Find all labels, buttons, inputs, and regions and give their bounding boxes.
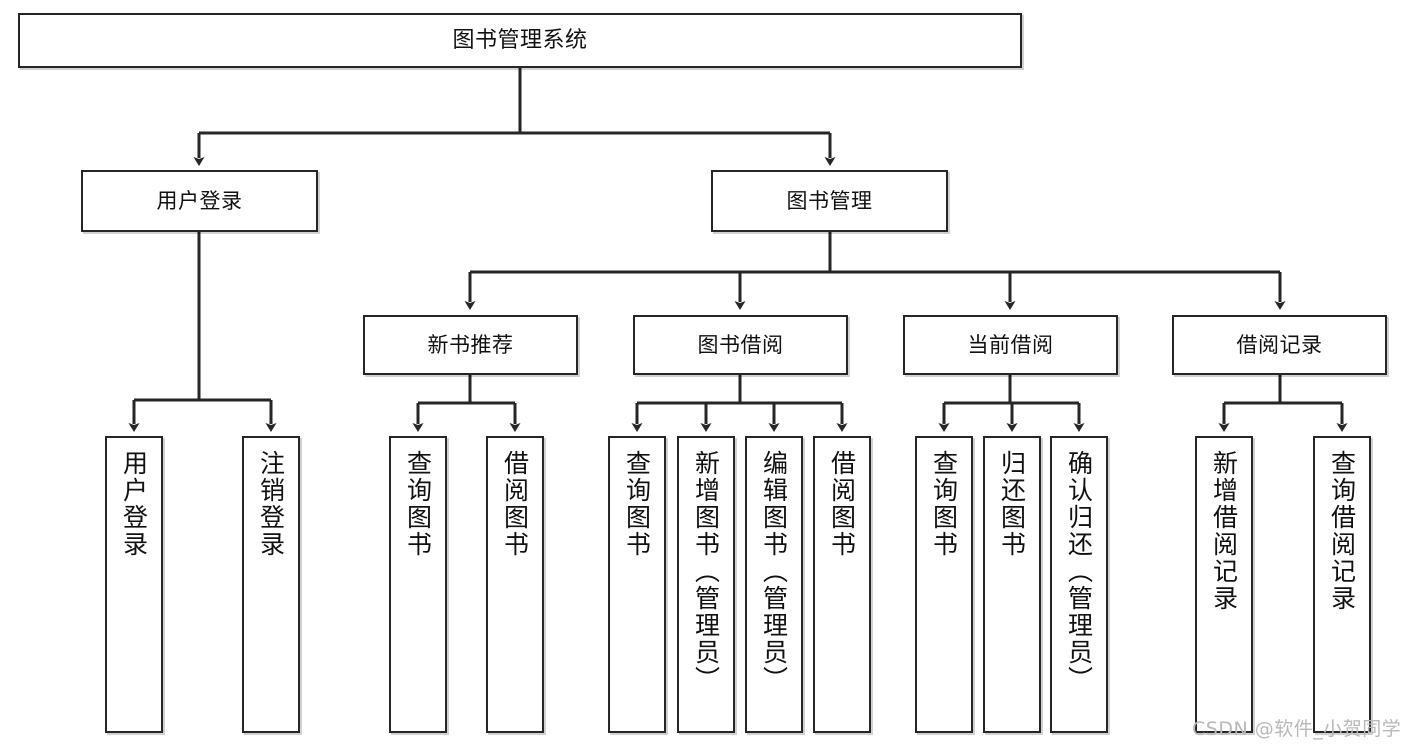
node-leaf-add-borrow-record[interactable]: 新增借阅记录 [1195,436,1253,733]
node-leaf-user-login-label: 用户登录 [119,450,149,558]
node-new-book-recommend-label: 新书推荐 [427,332,514,357]
node-leaf-return-book-label: 归还图书 [997,450,1027,558]
node-leaf-add-borrow-record-label: 新增借阅记录 [1209,450,1239,612]
node-leaf-borrow-book-rec-label: 借阅图书 [500,450,530,558]
node-leaf-query-borrow-record-label: 查询借阅记录 [1327,450,1357,612]
node-leaf-query-book-cur-label: 查询图书 [929,450,959,558]
node-leaf-borrow-book-rec[interactable]: 借阅图书 [486,436,544,733]
node-borrow-record[interactable]: 借阅记录 [1172,315,1387,375]
node-leaf-confirm-return[interactable]: 确认归还（管理员） [1050,436,1108,733]
node-current-borrow[interactable]: 当前借阅 [903,315,1118,375]
node-current-borrow-label: 当前借阅 [967,332,1054,357]
node-leaf-borrow-book-bor-label: 借阅图书 [827,450,857,558]
node-book-manage[interactable]: 图书管理 [711,170,948,232]
node-leaf-query-book-rec[interactable]: 查询图书 [389,436,447,733]
node-leaf-add-book[interactable]: 新增图书（管理员） [677,436,735,733]
node-leaf-query-book-rec-label: 查询图书 [403,450,433,558]
node-user-login-label: 用户登录 [156,188,243,213]
node-leaf-edit-book-label: 编辑图书（管理员） [759,450,789,693]
node-leaf-add-book-label: 新增图书（管理员） [691,450,721,693]
node-book-borrow-label: 图书借阅 [697,332,784,357]
node-leaf-query-borrow-record[interactable]: 查询借阅记录 [1313,436,1371,733]
node-leaf-confirm-return-label: 确认归还（管理员） [1064,450,1094,693]
node-leaf-logout-label: 注销登录 [256,450,286,558]
node-root[interactable]: 图书管理系统 [18,13,1022,68]
node-borrow-record-label: 借阅记录 [1236,332,1323,357]
node-book-borrow[interactable]: 图书借阅 [633,315,848,375]
node-book-manage-label: 图书管理 [786,188,873,213]
node-leaf-borrow-book-bor[interactable]: 借阅图书 [813,436,871,733]
csdn-watermark: CSDN @软件_小贺同学 [1192,718,1402,740]
node-leaf-return-book[interactable]: 归还图书 [983,436,1041,733]
node-new-book-recommend[interactable]: 新书推荐 [363,315,578,375]
node-leaf-query-book-bor[interactable]: 查询图书 [608,436,666,733]
node-leaf-query-book-bor-label: 查询图书 [622,450,652,558]
node-root-label: 图书管理系统 [452,27,588,53]
node-leaf-user-login[interactable]: 用户登录 [105,436,163,733]
node-user-login[interactable]: 用户登录 [81,170,318,232]
node-leaf-edit-book[interactable]: 编辑图书（管理员） [745,436,803,733]
node-leaf-query-book-cur[interactable]: 查询图书 [915,436,973,733]
node-leaf-logout[interactable]: 注销登录 [242,436,300,733]
